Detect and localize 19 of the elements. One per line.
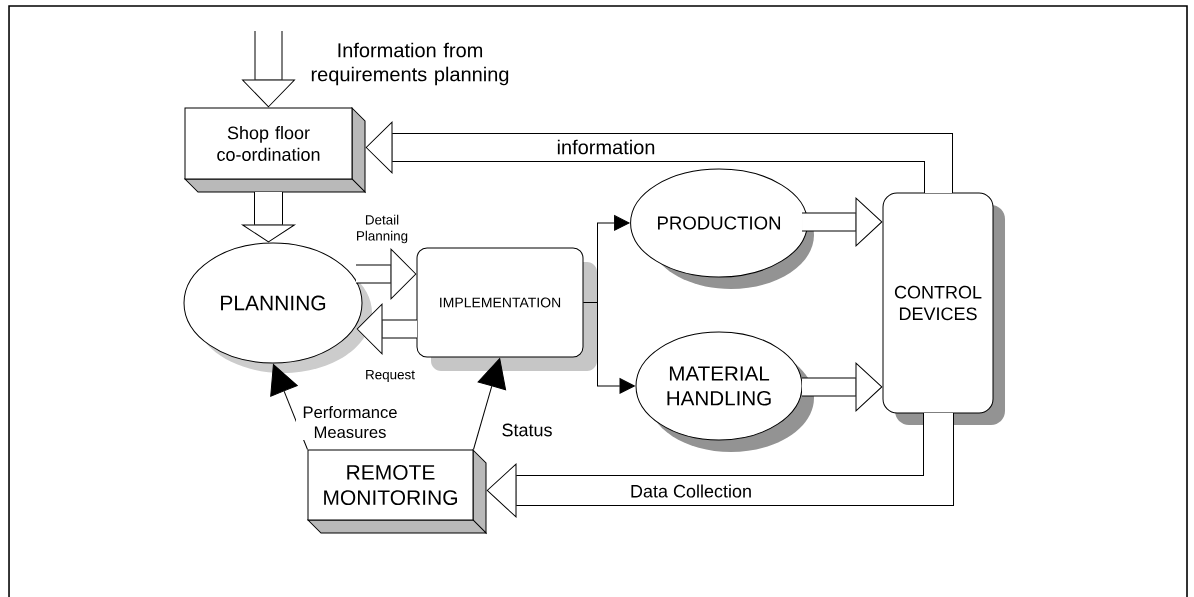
process-box: REMOTE MONITORING (307, 449, 487, 534)
arrow (583, 302, 635, 394)
arrow (270, 364, 308, 450)
block-arrow (242, 31, 295, 108)
block-arrow (802, 362, 883, 412)
block-arrow (802, 197, 883, 247)
edge-label: Performance Measures (296, 403, 404, 441)
edge-label: Status (499, 421, 555, 439)
block-arrow (356, 303, 417, 355)
rounded-box: IMPLEMENTATION (416, 247, 597, 371)
rounded-box: CONTROL DEVICES (882, 192, 1005, 425)
process-box: Shop floor co-ordination (184, 107, 366, 193)
block-arrow (356, 248, 417, 300)
block-arrow (365, 121, 953, 193)
arrow (473, 358, 507, 450)
edge-label: Data Collection (628, 482, 755, 500)
block-arrow (486, 413, 954, 518)
edge-label: Information from requirements planning (306, 40, 514, 88)
block-arrow (242, 192, 295, 243)
